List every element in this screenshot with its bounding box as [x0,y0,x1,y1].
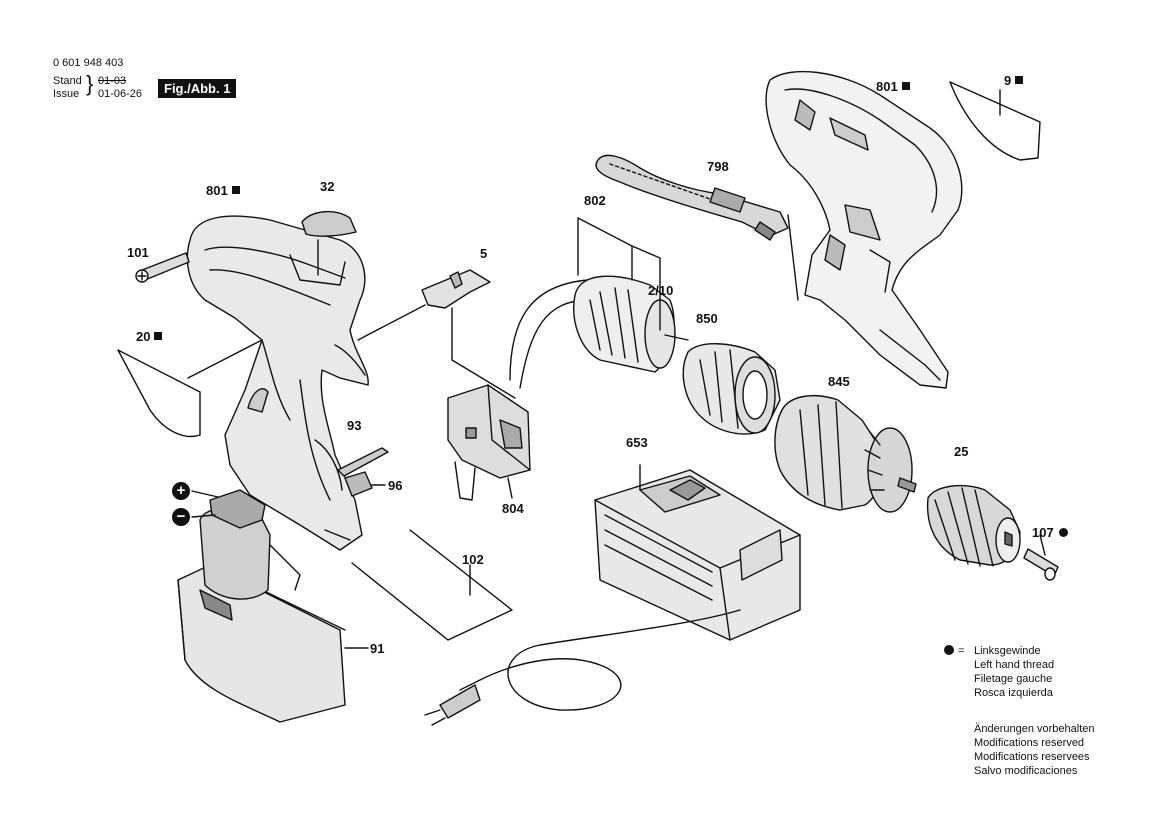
legend-line: Linksgewinde [974,645,1041,657]
hook-102 [351,529,513,641]
stand-label: Stand [53,75,82,87]
part-number: 0 601 948 403 [53,57,124,69]
modification-notes: Änderungen vorbehalten Modifications res… [974,722,1094,778]
issue-label: Issue [53,88,80,100]
part-label-5: 5 [480,246,488,261]
part-label-801-right: 801 [876,79,910,94]
bit-93 [337,447,389,477]
part-label-32: 32 [320,179,335,194]
part-label-91: 91 [370,641,385,656]
part-label-25: 25 [954,444,969,459]
legend-line: Rosca izquierda [974,687,1053,699]
note-line: Modifications reserved [974,737,1085,749]
note-line: Modifications reservees [974,751,1090,763]
left-hand-thread-icon [944,645,954,655]
note-line: Änderungen vorbehalten [974,723,1095,735]
charger-653 [594,469,801,641]
part-label-845: 845 [828,374,850,389]
chuck-25 [926,484,1021,567]
part-label-653: 653 [626,435,648,450]
minus-terminal-icon: − [172,508,190,526]
screw-107 [1023,548,1059,581]
note-line: Salvo modificaciones [974,765,1078,777]
part-label-107: 107 [1032,525,1068,540]
label-plate-9 [949,81,1041,161]
slide-switch-5 [421,269,491,309]
part-label-798: 798 [707,159,729,174]
gear-housing-850 [682,343,781,435]
power-cord [459,609,741,711]
part-label-801-left: 801 [206,183,240,198]
switch-cover-32 [301,211,357,237]
plus-terminal-icon: + [172,482,190,500]
brace-symbol: } [86,71,94,96]
figure-label: Fig./Abb. 1 [158,79,237,98]
switch-804 [447,384,531,501]
part-label-93: 93 [347,418,362,433]
motor-802 [573,275,689,373]
stand-value: 01-03 [98,75,127,87]
housing-left-half-801 [186,215,369,551]
part-label-102: 102 [462,552,484,567]
part-label-9: 9 [1004,73,1023,88]
belt-clip-798 [595,154,789,241]
part-label-2-10: 2/10 [648,283,674,298]
housing-right-half-801 [765,70,963,389]
screw-101 [135,252,190,283]
part-label-850: 850 [696,311,718,326]
part-label-804: 804 [502,501,524,516]
battery-pack-91 [177,489,346,723]
issue-value: 01-06-26 [98,88,143,100]
part-label-20: 20 [136,329,162,344]
label-plate-20 [117,349,201,437]
legend-line: Left hand thread [974,659,1055,671]
clip-96 [344,471,373,497]
part-label-96: 96 [388,478,403,493]
legend-line: Filetage gauche [974,673,1053,685]
legend-text: Linksgewinde Left hand thread Filetage g… [974,644,1054,700]
part-label-101: 101 [127,245,149,260]
gearbox-845 [774,395,917,513]
part-label-802: 802 [584,193,606,208]
legend-symbol: = [944,644,964,658]
